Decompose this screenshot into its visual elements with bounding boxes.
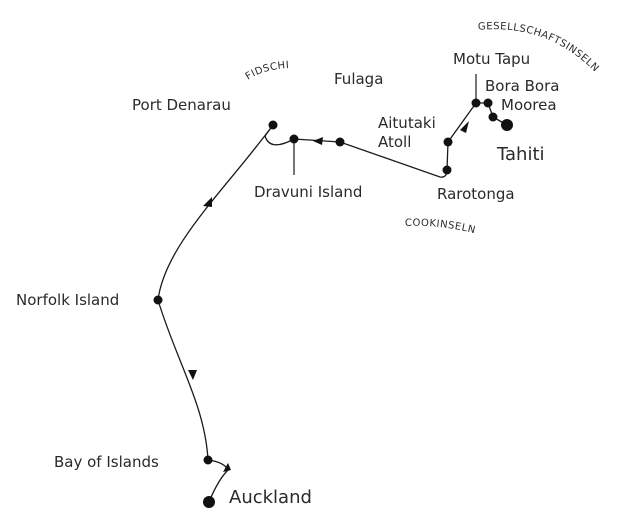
port-marker-moorea bbox=[488, 112, 498, 122]
route-direction-arrows bbox=[188, 121, 469, 472]
port-label-dravuni: Dravuni Island bbox=[254, 183, 362, 201]
port-label-bay-of-islands: Bay of Islands bbox=[54, 453, 159, 471]
port-label-port-denarau: Port Denarau bbox=[132, 96, 231, 114]
port-marker-rarotonga bbox=[442, 165, 452, 175]
port-label-auckland: Auckland bbox=[229, 487, 312, 508]
port-marker-norfolk bbox=[153, 295, 163, 305]
port-label-norfolk: Norfolk Island bbox=[16, 291, 119, 309]
port-marker-auckland bbox=[203, 496, 215, 508]
region-label-cook-islands: COOKINSELN bbox=[405, 218, 477, 236]
port-label-tahiti: Tahiti bbox=[496, 144, 545, 165]
port-marker-fulaga bbox=[335, 137, 345, 147]
port-marker-bora-bora bbox=[483, 98, 493, 108]
port-label-bora-bora: Bora Bora bbox=[485, 77, 559, 95]
port-marker-dravuni bbox=[289, 134, 299, 144]
port-marker-motu-tapu bbox=[471, 98, 481, 108]
port-label-aitutaki: Aitutaki bbox=[378, 114, 436, 132]
arrow-icon bbox=[460, 121, 469, 133]
arrow-icon bbox=[223, 463, 231, 472]
port-marker-tahiti bbox=[501, 119, 513, 131]
arrow-icon bbox=[188, 370, 197, 380]
port-label-moorea: Moorea bbox=[501, 96, 557, 114]
port-marker-port-denarau bbox=[268, 120, 278, 130]
port-marker-aitutaki bbox=[443, 137, 453, 147]
arrow-icon bbox=[203, 197, 212, 207]
port-markers bbox=[153, 98, 513, 508]
port-label-rarotonga: Rarotonga bbox=[437, 185, 515, 203]
port-label-fulaga: Fulaga bbox=[334, 70, 383, 88]
arrow-icon bbox=[313, 137, 323, 145]
port-label-aitutaki-atoll: Atoll bbox=[378, 133, 411, 151]
cruise-route bbox=[157, 102, 508, 503]
region-label-fiji: FIDSCHI bbox=[244, 60, 290, 83]
port-label-motu-tapu: Motu Tapu bbox=[453, 50, 530, 68]
port-marker-bay-of-islands bbox=[203, 455, 213, 465]
